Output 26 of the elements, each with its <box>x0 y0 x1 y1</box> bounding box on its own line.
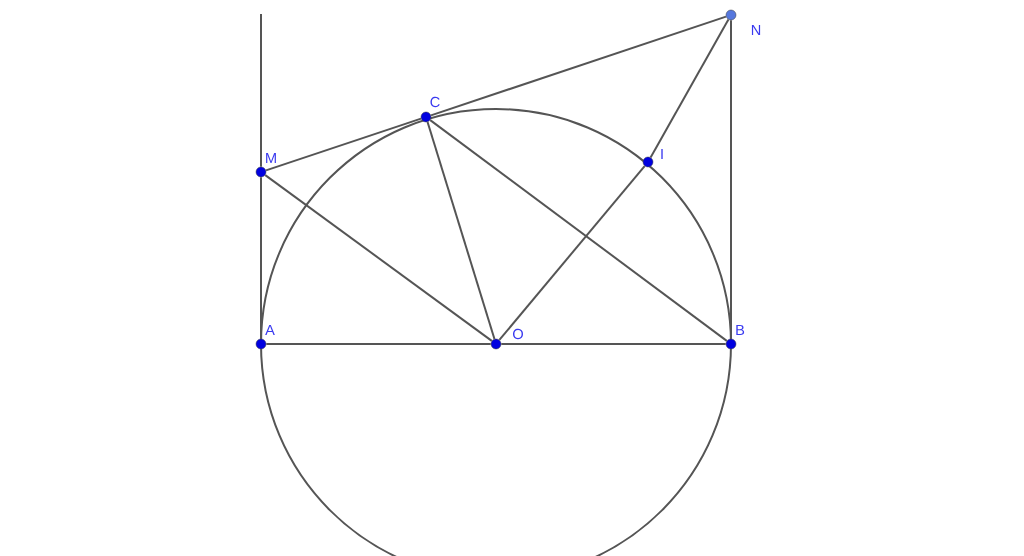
point <box>490 338 502 350</box>
point-label: I <box>661 148 663 160</box>
line-segment <box>429 119 728 342</box>
point <box>725 338 737 350</box>
point-label: C <box>430 96 440 108</box>
line-segment <box>260 13 262 168</box>
point <box>255 166 267 178</box>
point <box>642 156 654 168</box>
line-segment <box>426 121 496 340</box>
line-segment <box>265 117 422 172</box>
point-label: N <box>751 24 761 36</box>
line-segment <box>498 165 646 341</box>
line-segment <box>500 343 727 345</box>
point <box>255 338 267 350</box>
line-segment <box>264 174 493 342</box>
line-segment <box>430 15 727 117</box>
point-label: A <box>265 324 275 336</box>
point-label: M <box>266 152 276 164</box>
line-segment <box>265 343 492 345</box>
point-label: B <box>736 324 745 336</box>
point <box>725 9 737 21</box>
line-segment <box>260 176 262 340</box>
line-segment <box>730 19 732 340</box>
point-label: O <box>513 328 523 340</box>
point <box>420 111 432 123</box>
line-segment <box>649 18 730 159</box>
